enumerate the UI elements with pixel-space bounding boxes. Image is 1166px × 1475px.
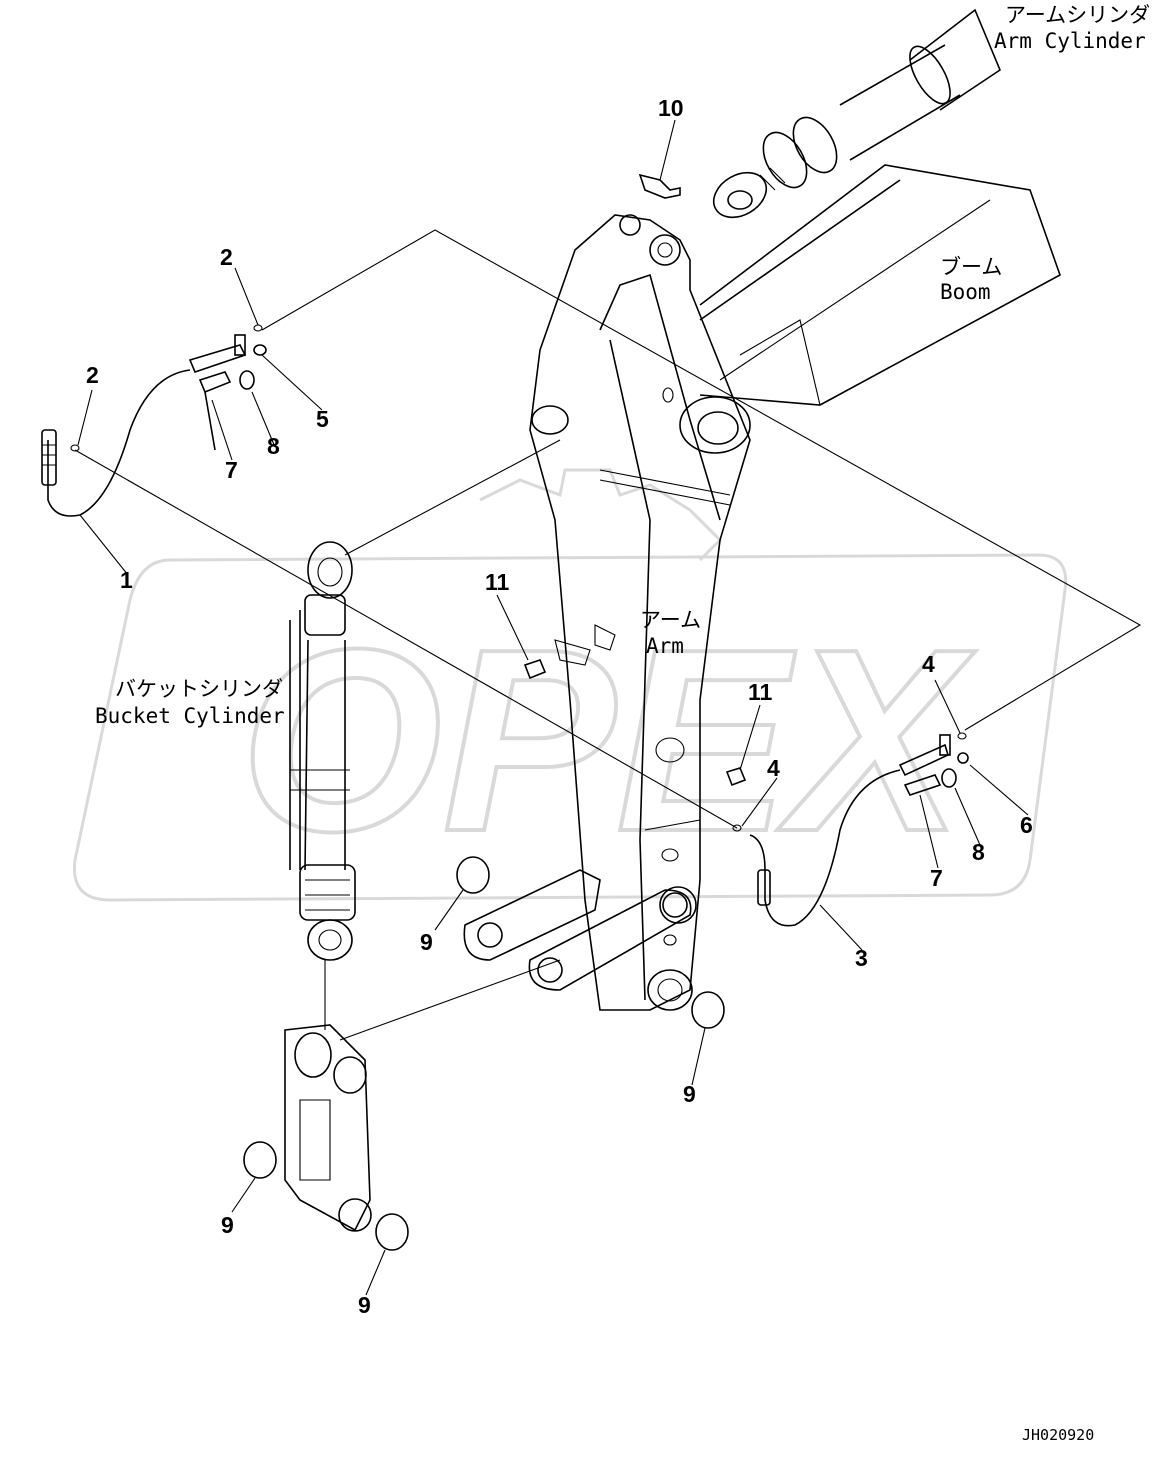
callout-4-right: 4 bbox=[922, 651, 935, 677]
grease-fittings bbox=[523, 173, 747, 787]
component-labels: アームシリンダ Arm Cylinder ブーム Boom アーム Arm バケ… bbox=[95, 3, 1150, 1444]
callout-9-arm: 9 bbox=[683, 1081, 696, 1107]
callout-7-left: 7 bbox=[225, 457, 238, 483]
arm-cylinder bbox=[712, 8, 1001, 219]
callout-numbers: 2 2 1 5 7 8 10 11 11 4 4 6 7 8 3 9 9 9 9 bbox=[86, 95, 1033, 1318]
callout-2-left: 2 bbox=[86, 362, 99, 388]
callout-9-lower-left: 9 bbox=[221, 1212, 234, 1238]
callout-2-top: 2 bbox=[220, 244, 233, 270]
bucket-links bbox=[463, 869, 692, 991]
callout-1: 1 bbox=[120, 567, 133, 593]
boom-label-jp: ブーム bbox=[940, 255, 1002, 279]
boom-label-en: Boom bbox=[940, 280, 991, 304]
arm-label-jp: アーム bbox=[640, 608, 701, 632]
boom bbox=[679, 164, 1061, 454]
bucket-cylinder-label-en: Bucket Cylinder bbox=[95, 704, 285, 728]
callout-11-lower: 11 bbox=[748, 679, 773, 705]
watermark-text: OPEX bbox=[240, 596, 976, 886]
arm bbox=[529, 214, 751, 1011]
callout-8-right: 8 bbox=[972, 839, 985, 865]
arm-cylinder-label-jp: アームシリンダ bbox=[1005, 3, 1150, 27]
grease-hose-1 bbox=[41, 324, 267, 517]
reference-lines bbox=[74, 229, 1142, 1041]
bucket-cylinder-label-jp: バケットシリンダ bbox=[115, 677, 283, 701]
callout-11-upper: 11 bbox=[485, 569, 510, 595]
leader-lines bbox=[77, 119, 1029, 1296]
callout-7-right: 7 bbox=[930, 865, 943, 891]
callout-8-left: 8 bbox=[267, 433, 280, 459]
arm-cylinder-label-en: Arm Cylinder bbox=[994, 29, 1146, 53]
watermark-logo: OPEX bbox=[72, 468, 1068, 902]
arm-label-en: Arm bbox=[646, 634, 684, 658]
callout-6: 6 bbox=[1020, 812, 1033, 838]
callout-9-lower-right: 9 bbox=[358, 1292, 371, 1318]
callout-4-center: 4 bbox=[767, 755, 780, 781]
grease-hose-3 bbox=[732, 732, 969, 927]
callout-9-link: 9 bbox=[420, 929, 433, 955]
callout-5: 5 bbox=[316, 406, 329, 432]
callout-3: 3 bbox=[855, 945, 868, 971]
bucket-cylinder bbox=[289, 541, 356, 961]
callout-10: 10 bbox=[658, 95, 684, 121]
o-rings bbox=[243, 856, 725, 1251]
bucket-link-lower bbox=[284, 1024, 372, 1232]
drawing-code: JH020920 bbox=[1022, 1426, 1094, 1444]
